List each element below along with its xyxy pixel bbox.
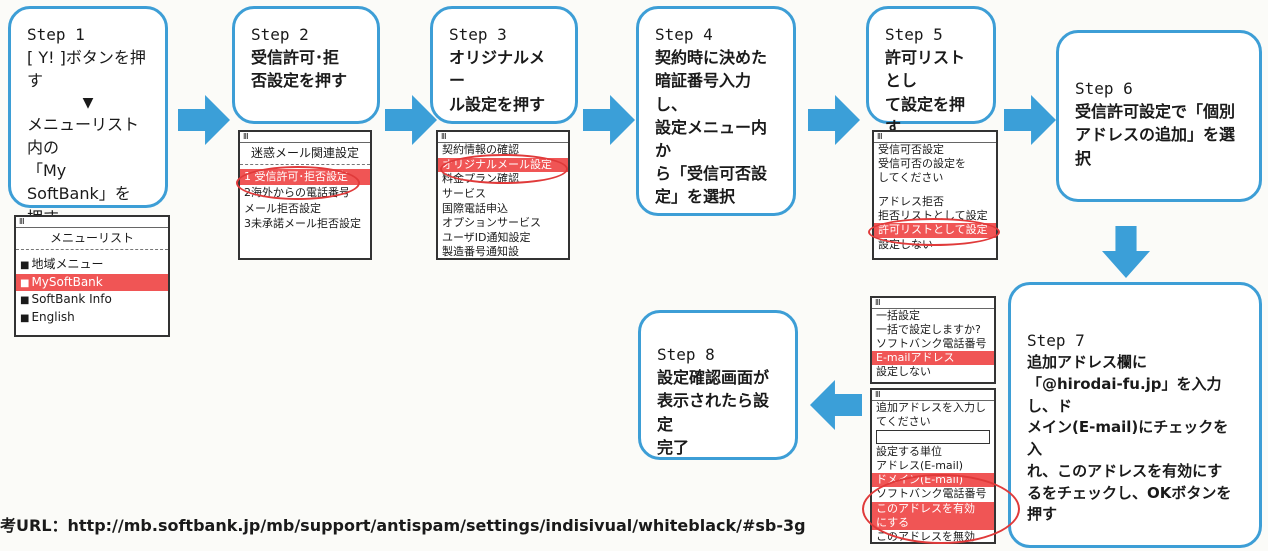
menu-item-original: オリジナルメール設定 (438, 157, 568, 173)
signal-icon: Ⅲ (16, 217, 168, 228)
step-4-box: Step 4 契約時に決めた 暗証番号入力し、 設定メニュー内か ら「受信可否設… (636, 6, 796, 216)
down-marker: ▼ (82, 94, 94, 111)
step-7-number: Step 7 (1027, 331, 1085, 350)
step-3-text: オリジナルメー ル設定を押す (449, 48, 546, 114)
menu-item: 料金プラン確認 (442, 172, 519, 186)
arrow-3 (583, 95, 635, 145)
menu-item: 地域メニュー (16, 256, 168, 274)
step-1-text: [ Y! ]ボタンを押 す (27, 48, 146, 91)
step-7-box: Step 7 追加アドレス欄に 「@hirodai-fu.jp」を入力し、ド メ… (1008, 282, 1262, 548)
signal-icon: Ⅲ (872, 390, 994, 401)
step-3-box: Step 3 オリジナルメー ル設定を押す (430, 6, 578, 124)
step-7-text: 追加アドレス欄に 「@hirodai-fu.jp」を入力し、ド メイン(E-ma… (1027, 353, 1232, 524)
step-6-text: 受信許可設定で「個別 アドレスの追加」を選択 (1075, 102, 1236, 168)
step-1-text-2: メニューリスト内の 「My SoftBank」を 押す (27, 114, 140, 227)
screen-line: 受信可否設定 (878, 143, 944, 156)
arrow-7 (810, 380, 862, 430)
option-enable: このアドレスを有効 (872, 501, 994, 516)
option-address: アドレス(E-mail) (876, 459, 964, 473)
step-4-number: Step 4 (655, 25, 713, 44)
option-phone: ソフトバンク電話番号 (876, 337, 987, 351)
step-1-box: Step 1 [ Y! ]ボタンを押 す ▼ メニューリスト内の 「My Sof… (8, 6, 168, 227)
option-email: E-mailアドレス (872, 351, 994, 366)
menu-item: 2海外からの電話番号 (244, 185, 350, 199)
screen-line: 追加アドレスを入力し (876, 401, 986, 414)
step-4-text: 契約時に決めた 暗証番号入力し、 設定メニュー内か ら「受信可否設 定」を選択 (655, 48, 768, 207)
menu-item-reception: 1 受信許可･拒否設定 (240, 169, 370, 185)
screen-line: アドレス拒否 (878, 195, 944, 209)
step-5-box: Step 5 許可リストとし て設定を押す (866, 6, 996, 137)
signal-icon: Ⅲ (874, 132, 996, 143)
step-7-screen-a: Ⅲ 一括設定 一括で設定しますか? ソフトバンク電話番号 E-mailアドレス … (870, 296, 996, 384)
screen-line: 一括で設定しますか? (876, 323, 981, 337)
step-6-number: Step 6 (1075, 79, 1133, 98)
screen-title: メニューリスト (16, 228, 168, 250)
option-deny: 拒否リストとして設定 (878, 209, 988, 223)
menu-item: ユーザID通知設定 (442, 230, 531, 244)
menu-item: 3未承諾メール拒否設定 (244, 217, 361, 231)
screen-line: てください (876, 415, 931, 429)
option-none: 設定しない (878, 237, 933, 251)
menu-item: English (16, 309, 168, 327)
screen-line (874, 185, 996, 195)
step-8-box: Step 8 設定確認画面が 表示されたら設定 完了 (638, 310, 798, 460)
option-domain: ドメイン(E-mail) (872, 473, 994, 488)
screen-title: 迷惑メール関連設定 (240, 143, 370, 165)
arrow-5 (1004, 95, 1056, 145)
step-2-box: Step 2 受信許可･拒 否設定を押す (232, 6, 380, 124)
step-8-number: Step 8 (657, 345, 715, 364)
signal-icon: Ⅲ (872, 298, 994, 309)
menu-item: サービス (442, 186, 486, 200)
menu-item: 契約情報の確認 (442, 143, 519, 156)
step-2-screen: Ⅲ 迷惑メール関連設定 1 受信許可･拒否設定 2海外からの電話番号 メール拒否… (238, 130, 372, 260)
address-input (876, 430, 990, 445)
menu-item-mysoftbank: MySoftBank (16, 273, 168, 291)
menu-item: オプションサービス (442, 216, 541, 230)
step-5-number: Step 5 (885, 25, 943, 44)
step-3-number: Step 3 (449, 25, 507, 44)
step-2-text: 受信許可･拒 否設定を押す (251, 48, 348, 91)
option-enable-2: にする (872, 515, 994, 530)
arrow-6 (1102, 226, 1150, 278)
signal-icon: Ⅲ (240, 132, 370, 143)
screen-line: してください (878, 171, 944, 185)
screen-line: 受信可否の設定を (878, 157, 966, 171)
option-none: 設定しない (876, 365, 931, 379)
step-5-screen: Ⅲ 受信可否設定 受信可否の設定を してください アドレス拒否 拒否リストとして… (872, 130, 998, 260)
arrow-1 (178, 95, 230, 145)
step-5-text: 許可リストとし て設定を押す (885, 48, 966, 137)
step-7-screen-b: Ⅲ 追加アドレスを入力し てください 設定する単位 アドレス(E-mail) ド… (870, 388, 996, 544)
step-6-box: Step 6 受信許可設定で「個別 アドレスの追加」を選択 (1056, 30, 1262, 202)
option-allow: 許可リストとして設定 (874, 223, 996, 238)
step-2-number: Step 2 (251, 25, 309, 44)
menu-item: メール拒否設定 (244, 201, 321, 215)
step-3-screen: Ⅲ 契約情報の確認 オリジナルメール設定 料金プラン確認 サービス 国際電話申込… (436, 130, 570, 260)
menu-item: 国際電話申込 (442, 201, 508, 215)
step-1-number: Step 1 (27, 25, 85, 44)
option-phone: ソフトバンク電話番号 (876, 487, 987, 501)
reference-url: 考URL：http://mb.softbank.jp/mb/support/an… (0, 516, 806, 535)
menu-item: 製造番号通知設 (442, 245, 519, 259)
option-disable: このアドレスを無効 (876, 529, 975, 543)
step-8-text: 設定確認画面が 表示されたら設定 完了 (657, 368, 770, 457)
menu-item: SoftBank Info (16, 291, 168, 309)
screen-line: 設定する単位 (876, 445, 942, 459)
menu-list-screen: Ⅲ メニューリスト 地域メニュー MySoftBank SoftBank Inf… (14, 215, 170, 337)
screen-line: 一括設定 (876, 309, 920, 322)
arrow-4 (808, 95, 860, 145)
signal-icon: Ⅲ (438, 132, 568, 143)
